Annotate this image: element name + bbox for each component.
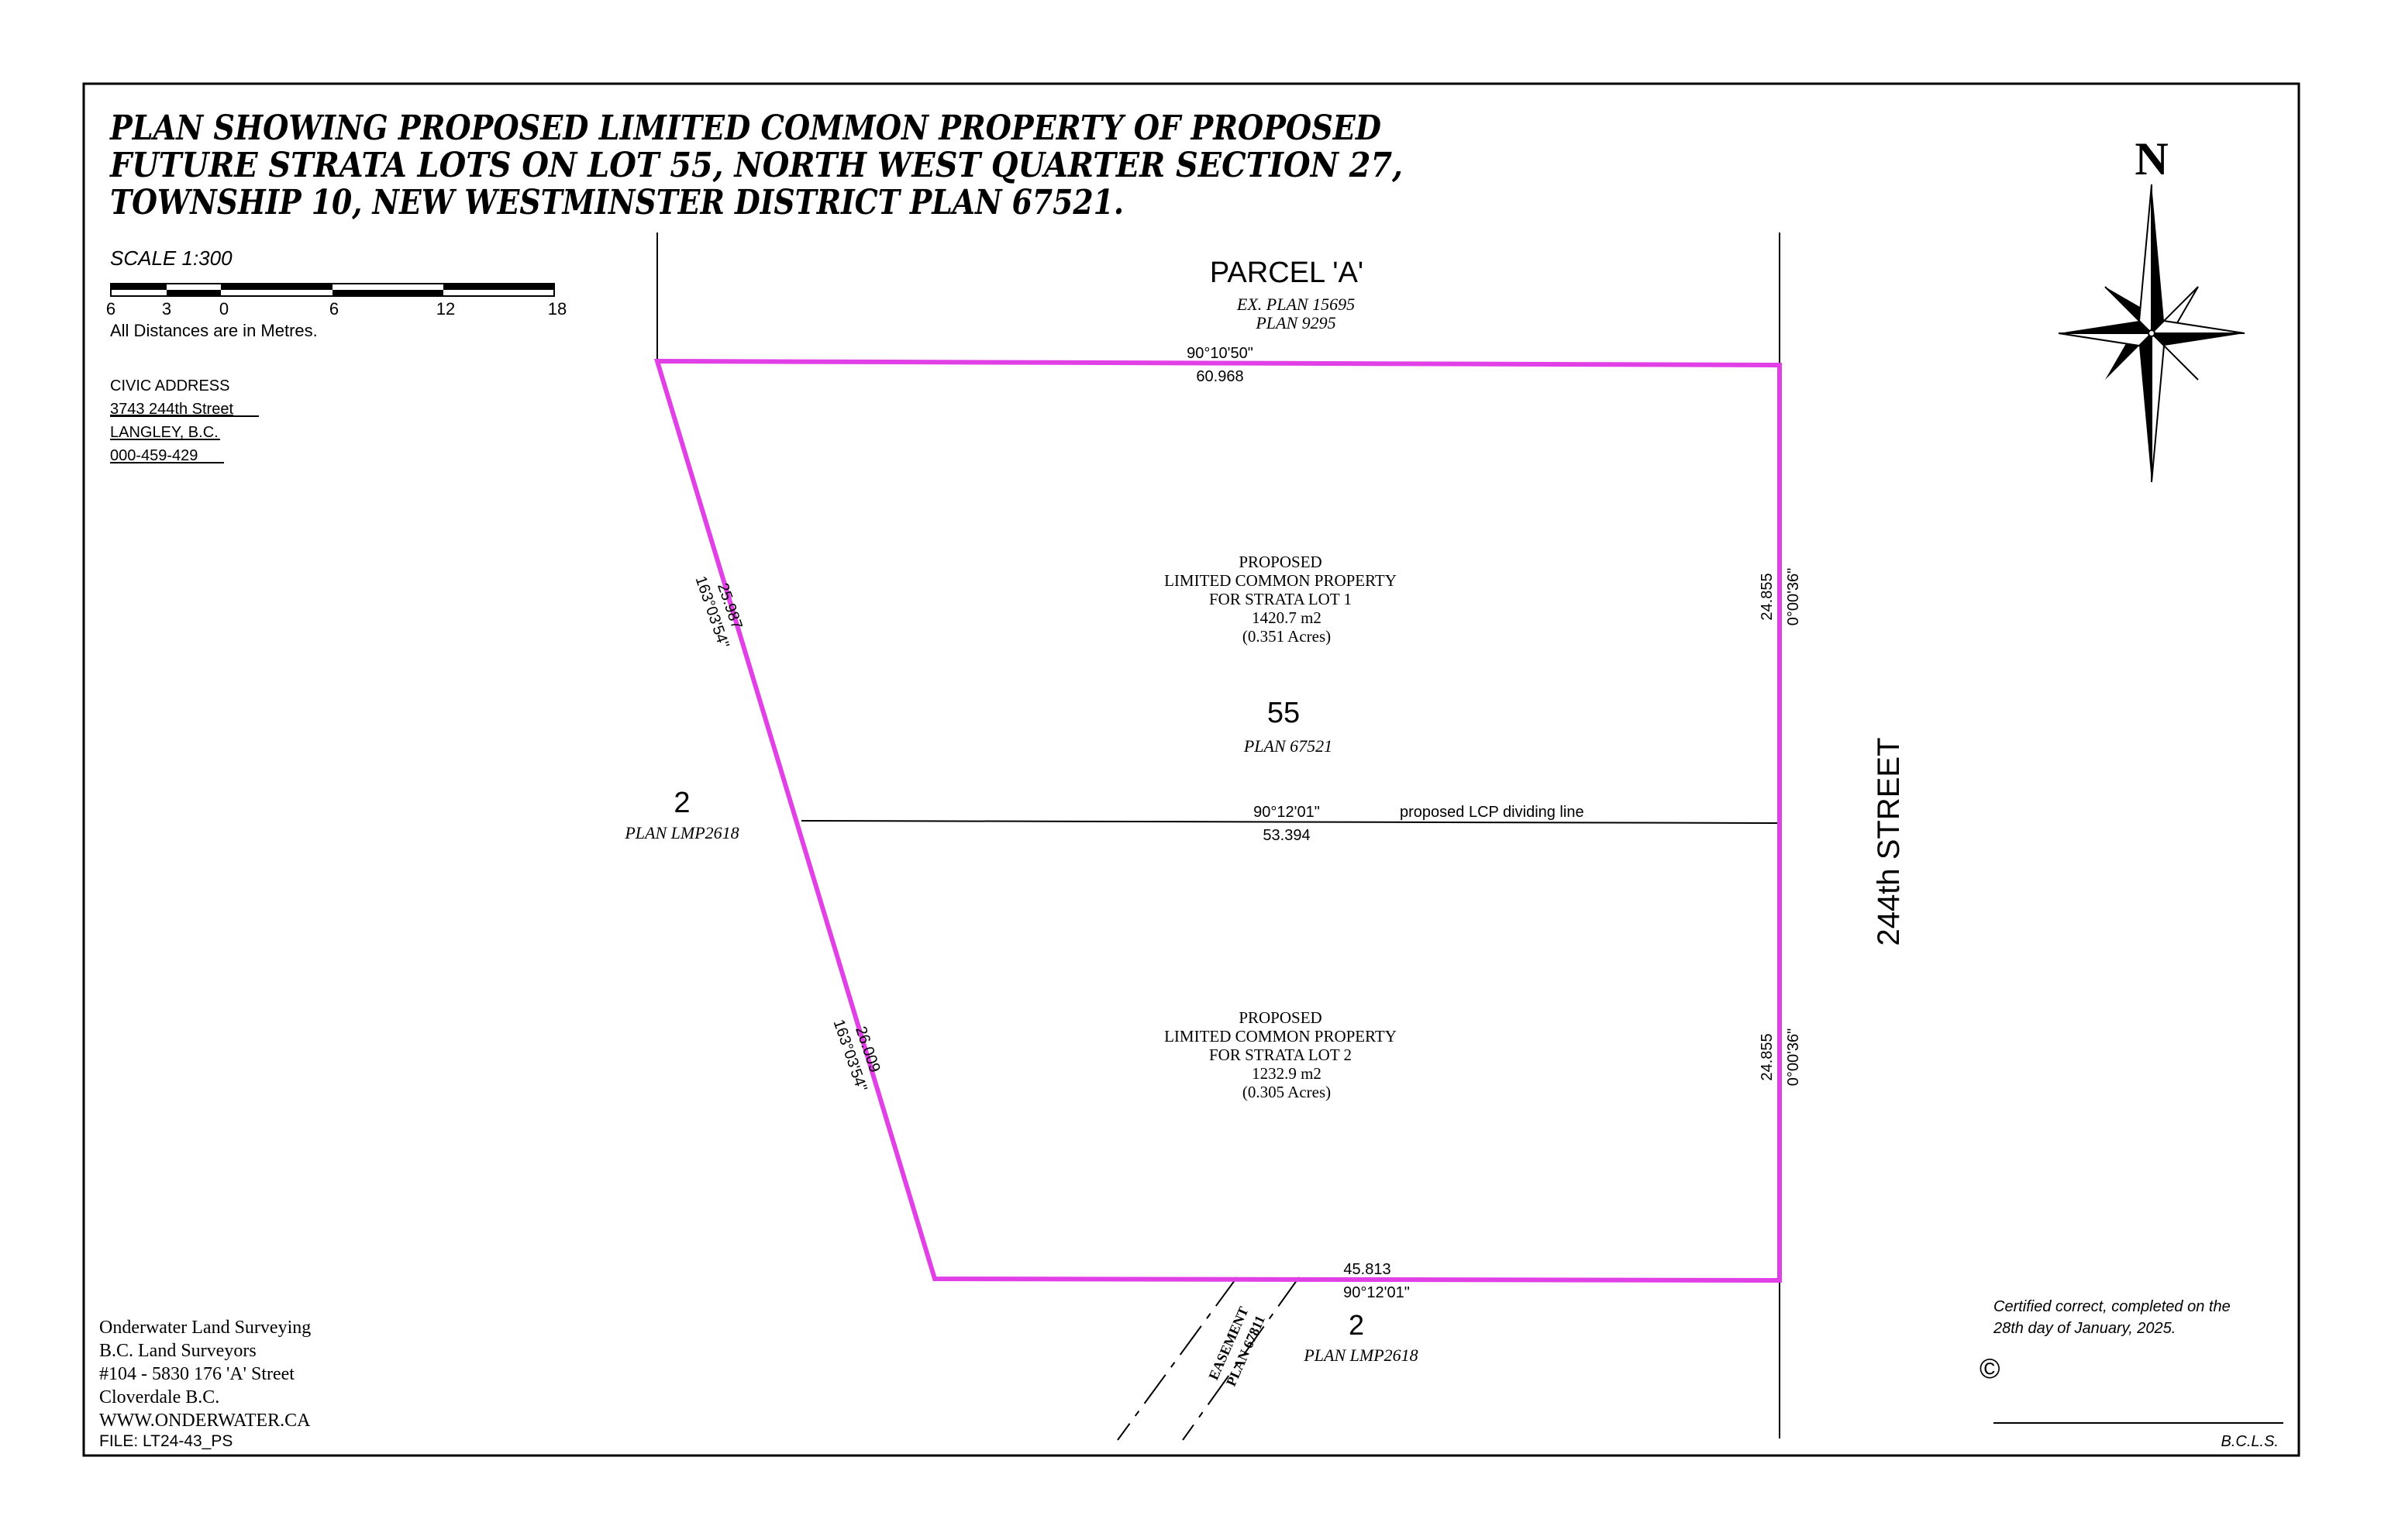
lcp1-line: PROPOSED	[1239, 553, 1321, 571]
lot-number: 55	[1267, 697, 1300, 729]
surveyor-role: B.C. Land Surveyors	[99, 1341, 257, 1361]
file-number: FILE: LT24-43_PS	[99, 1432, 233, 1450]
drawing-border	[82, 82, 2300, 1457]
south-boundary-distance: 45.813	[1343, 1261, 1390, 1278]
civic-heading: CIVIC ADDRESS	[110, 377, 229, 394]
lcp2-line: FOR STRATA LOT 2	[1209, 1046, 1352, 1064]
certification-line-1: Certified correct, completed on the	[1993, 1298, 2231, 1315]
lcp-strata-lot-1-label: PROPOSED LIMITED COMMON PROPERTY FOR STR…	[1164, 553, 1397, 646]
north-letter: N	[2135, 133, 2168, 184]
lcp-strata-lot-2-label: PROPOSED LIMITED COMMON PROPERTY FOR STR…	[1164, 1008, 1397, 1101]
surveyor-web: WWW.ONDERWATER.CA	[99, 1411, 311, 1431]
east-lower-distance: 24.855	[1759, 1033, 1776, 1080]
lcp1-area-acres: (0.351 Acres)	[1242, 627, 1331, 646]
compass-rose-icon	[2058, 184, 2245, 483]
parcel-a-label: PARCEL 'A' EX. PLAN 15695 PLAN 9295	[1210, 257, 1363, 332]
lcp2-line: PROPOSED	[1239, 1008, 1321, 1027]
plan-title: PLAN SHOWING PROPOSED LIMITED COMMON PRO…	[109, 109, 1403, 222]
civic-street: 3743 244th Street	[110, 401, 233, 418]
divider-distance: 53.394	[1263, 827, 1310, 844]
lcp2-area-acres: (0.305 Acres)	[1242, 1083, 1331, 1101]
divider-bearing: 90°12'01"	[1253, 804, 1320, 821]
north-arrow: N	[2058, 133, 2245, 483]
distance-units-note: All Distances are in Metres.	[110, 321, 318, 340]
civic-pid: 000-459-429	[110, 447, 198, 464]
lcp1-area-m2: 1420.7 m2	[1252, 608, 1321, 627]
street-name: 244th STREET	[1872, 737, 1906, 946]
surveyor-name: Onderwater Land Surveying	[99, 1318, 311, 1338]
surveyor-city: Cloverdale B.C.	[99, 1387, 219, 1407]
certification-block: Certified correct, completed on the 28th…	[1980, 1298, 2283, 1450]
lcp2-area-m2: 1232.9 m2	[1252, 1064, 1321, 1083]
title-line-3: TOWNSHIP 10, NEW WESTMINSTER DISTRICT PL…	[110, 183, 1124, 222]
easement-line	[1182, 1276, 1300, 1441]
north-boundary-bearing: 90°10'50"	[1187, 345, 1253, 362]
lcp1-line: FOR STRATA LOT 1	[1209, 590, 1352, 608]
scale-tick-label: 3	[162, 299, 171, 319]
east-upper-bearing: 0°00'36"	[1785, 568, 1802, 626]
lot-55-boundary	[653, 358, 1782, 1283]
certification-line-2: 28th day of January, 2025.	[1993, 1320, 2176, 1337]
civic-city: LANGLEY, B.C.	[110, 424, 219, 441]
parcel-a-name: PARCEL 'A'	[1210, 257, 1363, 289]
scale-label: SCALE 1:300	[110, 246, 233, 270]
parcel-a-plan: EX. PLAN 15695	[1236, 295, 1355, 314]
title-line-2: FUTURE STRATA LOTS ON LOT 55, NORTH WEST…	[109, 146, 1403, 185]
parcel-a-plan: PLAN 9295	[1255, 313, 1335, 332]
east-upper-distance: 24.855	[1759, 573, 1776, 620]
lcp1-line: LIMITED COMMON PROPERTY	[1164, 571, 1397, 590]
lcp2-line: LIMITED COMMON PROPERTY	[1164, 1027, 1397, 1046]
scale-tick-label: 12	[436, 299, 455, 319]
civic-address-block: CIVIC ADDRESS 3743 244th Street LANGLEY,…	[110, 377, 259, 464]
title-line-1: PLAN SHOWING PROPOSED LIMITED COMMON PRO…	[109, 109, 1381, 148]
lot-plan: PLAN 67521	[1243, 736, 1332, 756]
lcp-dividing-line	[801, 820, 1780, 824]
west-neighbour-number: 2	[674, 787, 690, 819]
scale-tick-label: 18	[548, 299, 567, 319]
south-boundary-bearing: 90°12'01"	[1343, 1284, 1410, 1301]
signature-label: B.C.L.S.	[2221, 1433, 2279, 1450]
scale-bar: SCALE 1:300 6 3 0 6 12 18 All Distances …	[106, 246, 567, 340]
south-neighbour-plan: PLAN LMP2618	[1303, 1345, 1418, 1365]
divider-label: proposed LCP dividing line	[1400, 804, 1584, 821]
surveyor-block: Onderwater Land Surveying B.C. Land Surv…	[99, 1318, 311, 1450]
scale-tick-label: 6	[329, 299, 339, 319]
copyright-symbol: ©	[1980, 1352, 2000, 1384]
east-lower-bearing: 0°00'36"	[1785, 1028, 1802, 1087]
scale-tick-label: 0	[219, 299, 229, 319]
west-neighbour-plan: PLAN LMP2618	[624, 823, 739, 842]
scale-tick-label: 6	[106, 299, 115, 319]
surveyor-address: #104 - 5830 176 'A' Street	[99, 1364, 295, 1384]
south-neighbour-number: 2	[1349, 1309, 1364, 1341]
easement-line	[1117, 1276, 1238, 1441]
north-boundary-distance: 60.968	[1196, 368, 1243, 385]
